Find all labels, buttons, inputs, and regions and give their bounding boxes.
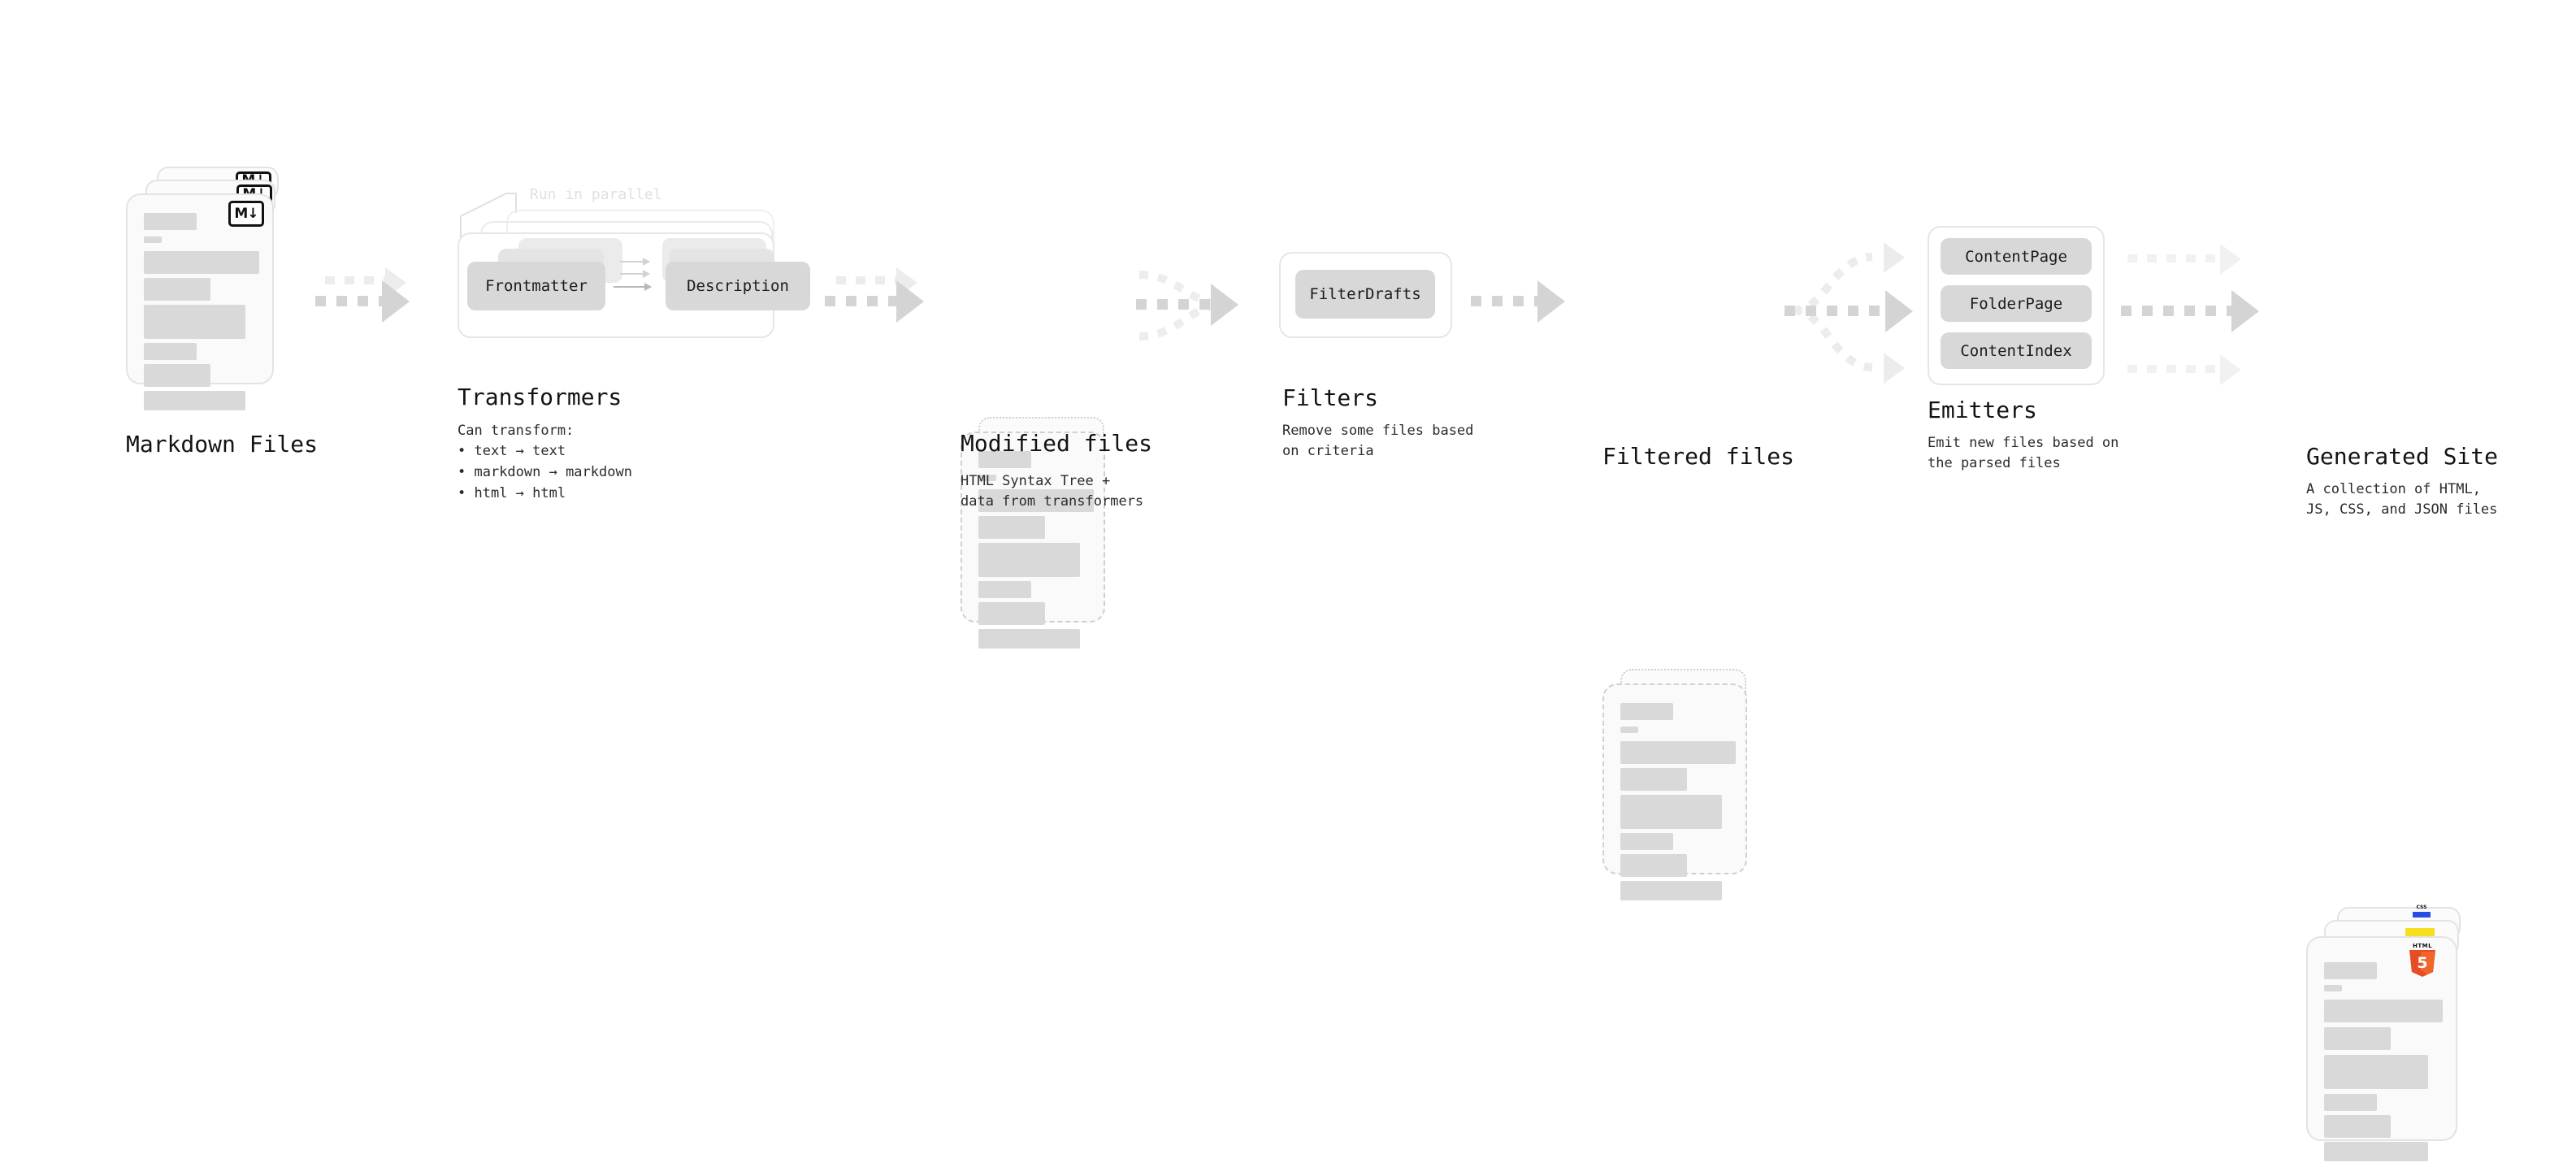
stage-transformers: Run in parallel Frontmatter Description [451, 185, 833, 348]
stage-caption-generated-site: A collection of HTML, JS, CSS, and JSON … [2306, 481, 2498, 518]
skeleton-bar [1620, 833, 1673, 850]
stage-title-markdown-files: Markdown Files [126, 431, 319, 458]
stage-generated-site: CSS HTML 5 [2306, 905, 2493, 1167]
list-item-label: markdown → markdown [474, 464, 632, 480]
connector-modified-to-filters [1136, 262, 1242, 351]
skeleton-bar [978, 602, 1045, 625]
skeleton-bar [144, 251, 259, 274]
html5-icon: HTML 5 [2409, 943, 2436, 977]
list-item: • markdown → markdown [458, 464, 632, 480]
skeleton-bar [2324, 1027, 2391, 1050]
markdown-icon: M↓ [228, 201, 264, 227]
connector-filters-to-filtered [1471, 280, 1576, 332]
stage-emitters: ContentPage FolderPage ContentIndex [1928, 226, 2114, 388]
stage-caption-modified-files: HTML Syntax Tree + data from transformer… [961, 473, 1144, 510]
list-item: • text → text [458, 443, 566, 459]
skeleton-bar [2324, 1000, 2443, 1022]
skeleton-bar [144, 305, 245, 339]
skeleton-bar [144, 236, 162, 243]
stage-title-modified-files: Modified files [961, 430, 1153, 457]
modified-file-sheet-front [961, 432, 1105, 649]
skeleton-bar [978, 475, 996, 481]
css3-icon: CSS [2413, 905, 2431, 918]
stage-caption-filters: Remove some files based on criteria [1282, 423, 1474, 459]
skeleton-bar [2324, 1055, 2428, 1089]
skeleton-bar [1620, 741, 1736, 764]
skeleton-bar [1620, 795, 1722, 829]
html5-icon-label: HTML [2412, 943, 2433, 949]
transformer-inner-arrow-mid [620, 270, 650, 278]
skeleton-bar [1620, 703, 1673, 720]
transformer-inner-arrow-front [614, 283, 652, 291]
connector-filtered-to-emitters [1785, 236, 1923, 384]
list-item-label: html → html [474, 485, 566, 501]
list-item: • html → html [458, 485, 566, 501]
transformer-chip-frontmatter[interactable]: Frontmatter [467, 262, 605, 310]
stage-title-generated-site: Generated Site [2306, 443, 2499, 470]
transformer-inner-arrow-back [620, 258, 650, 266]
skeleton-bar [1620, 881, 1722, 900]
emitter-chip-contentpage[interactable]: ContentPage [1941, 238, 2092, 275]
filtered-file-sheet-front [1602, 683, 1747, 900]
run-in-parallel-label: Run in parallel [530, 186, 662, 203]
skeleton-bar [2324, 962, 2377, 979]
filter-chip-filterdrafts[interactable]: FilterDrafts [1295, 270, 1435, 319]
skeleton-bar [978, 543, 1080, 577]
connector-emitters-to-site [2121, 236, 2267, 385]
skeleton-bar [2324, 985, 2342, 991]
stage-title-filtered-files: Filtered files [1602, 443, 1795, 470]
transformer-chip-description[interactable]: Description [666, 262, 810, 310]
stage-modified-files [961, 417, 1135, 669]
connector-md-to-transformers [315, 267, 413, 341]
skeleton-bar [1620, 768, 1687, 791]
skeleton-bar [144, 278, 210, 301]
skeleton-bar [2324, 1115, 2391, 1138]
stage-filtered-files [1602, 669, 1777, 921]
skeleton-bar [144, 364, 210, 387]
skeleton-bar [978, 451, 1031, 468]
stage-title-filters: Filters [1282, 384, 1379, 411]
skeleton-bar [978, 629, 1080, 649]
run-in-parallel-pointer [460, 193, 517, 244]
skeleton-bar [978, 489, 1094, 512]
list-item-label: text → text [474, 443, 566, 459]
stage-filters: FilterDrafts [1279, 252, 1454, 341]
html5-icon-digit: 5 [2417, 954, 2428, 972]
skeleton-bar [978, 581, 1031, 598]
skeleton-bar [144, 343, 197, 360]
merge-curves [1138, 271, 1217, 341]
skeleton-bar [144, 213, 197, 230]
skeleton-bar [2324, 1094, 2377, 1111]
skeleton-bar [1620, 854, 1687, 877]
stage-title-transformers: Transformers [458, 384, 622, 410]
stage-markdown-files: M↓ M↓ M↓ [126, 167, 301, 410]
connector-transformers-to-modified [825, 267, 930, 341]
skeleton-bar [1620, 727, 1638, 733]
stage-title-emitters: Emitters [1928, 397, 2037, 423]
pipeline-diagram: M↓ M↓ M↓ Markdown Files Run in para [126, 167, 2499, 1161]
skeleton-bar [978, 516, 1045, 539]
skeleton-bar [2324, 1142, 2428, 1161]
stage-caption-emitters: Emit new files based on the parsed files [1928, 435, 2119, 471]
css3-icon-label: CSS [2416, 905, 2427, 910]
skeleton-bar [144, 391, 245, 410]
stage-caption-transformers: Can transform: [458, 423, 575, 439]
emitter-chip-folderpage[interactable]: FolderPage [1941, 285, 2092, 322]
emitter-chip-contentindex[interactable]: ContentIndex [1941, 332, 2092, 369]
